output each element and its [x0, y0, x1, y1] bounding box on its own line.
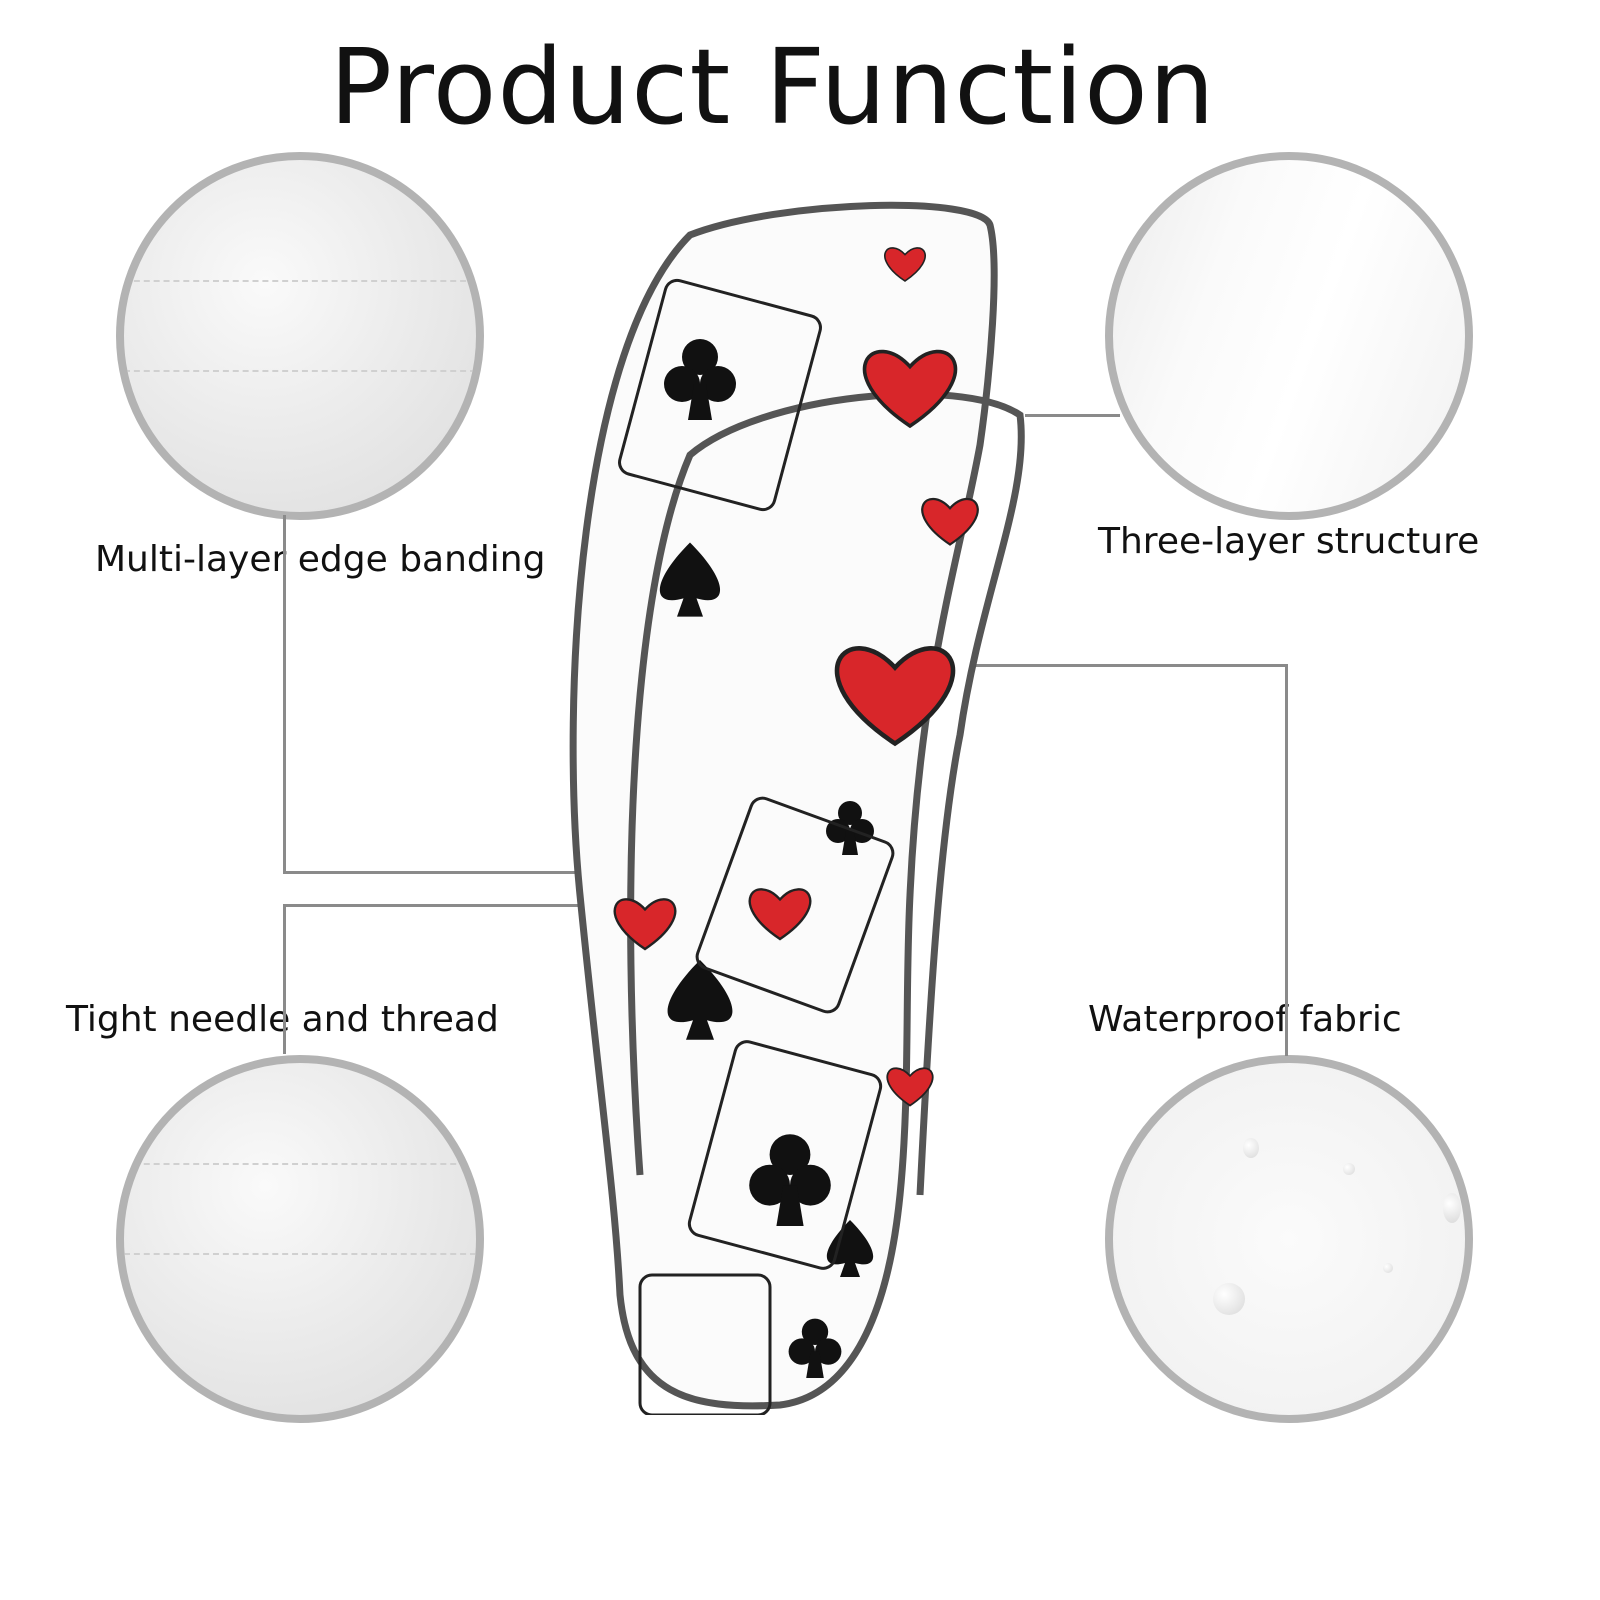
water-drop	[1443, 1193, 1461, 1223]
water-drop	[1243, 1138, 1259, 1158]
connector-line	[1285, 664, 1288, 1056]
feature-label-three-layer: Three-layer structure	[1098, 521, 1480, 562]
water-drop	[1343, 1163, 1355, 1175]
detail-circle-needle-thread	[116, 1055, 484, 1423]
connector-line	[1025, 414, 1120, 417]
headcover-image	[569, 201, 1025, 1415]
detail-circle-waterproof	[1105, 1055, 1473, 1423]
page-title: Product Function	[329, 26, 1216, 148]
water-drop	[1213, 1283, 1245, 1315]
feature-label-waterproof: Waterproof fabric	[1088, 999, 1402, 1040]
feature-label-edge-banding: Multi-layer edge banding	[95, 539, 546, 580]
connector-line	[283, 904, 286, 1054]
water-drop	[1383, 1263, 1393, 1273]
connector-line	[283, 515, 286, 873]
connector-line	[970, 664, 1288, 667]
detail-circle-three-layer	[1105, 152, 1473, 520]
connector-line	[283, 871, 593, 874]
feature-label-needle-thread: Tight needle and thread	[66, 999, 499, 1040]
connector-line	[283, 904, 593, 907]
detail-circle-edge-banding	[116, 152, 484, 520]
